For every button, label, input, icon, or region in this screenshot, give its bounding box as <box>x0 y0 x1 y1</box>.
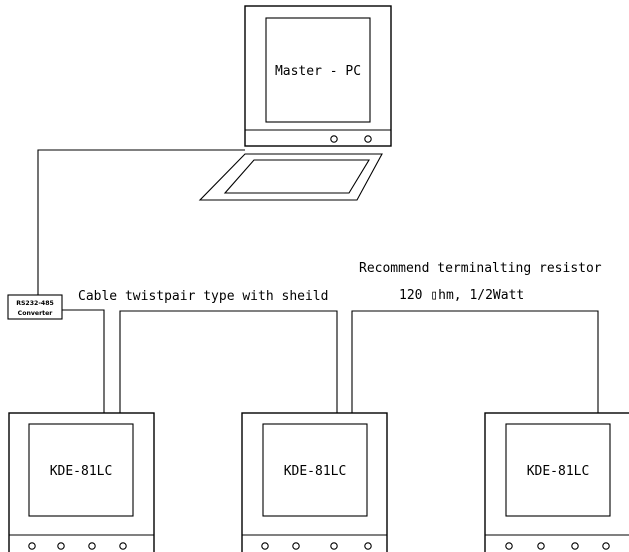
master-pc-screen <box>265 17 371 123</box>
device-2-body <box>241 412 388 552</box>
device-2-label: KDE-81LC <box>284 464 347 479</box>
device-2-button <box>292 542 300 550</box>
master-pc: Master - PC <box>198 5 392 201</box>
bus-line-b <box>119 310 338 413</box>
resistor-annotation-line1: Recommend terminalting resistor <box>359 261 602 276</box>
converter-label-line1: RS232-485 <box>16 300 54 307</box>
resistor-annotation-line2: 120 ▯hm, 1/2Watt <box>399 288 524 303</box>
device-2-button <box>330 542 338 550</box>
device-1-body <box>8 412 155 552</box>
device-2-display <box>262 423 368 517</box>
device-3-button <box>505 542 513 550</box>
master-pc-keyboard-inner <box>223 159 370 194</box>
master-pc-keyboard <box>198 153 383 201</box>
bus-line-a <box>62 309 105 413</box>
device-3-display <box>505 423 611 517</box>
converter-label-line2: Converter <box>18 310 54 317</box>
device-1-button <box>57 542 65 550</box>
device-1-label: KDE-81LC <box>50 464 113 479</box>
device-2-button <box>261 542 269 550</box>
kde-device-2: KDE-81LC <box>241 412 388 552</box>
device-3-button <box>537 542 545 550</box>
device-1-button <box>119 542 127 550</box>
device-3-label: KDE-81LC <box>527 464 590 479</box>
device-3-button <box>602 542 610 550</box>
master-pc-button <box>330 135 338 143</box>
device-1-button <box>28 542 36 550</box>
device-3-body <box>484 412 629 552</box>
pc-converter-link <box>37 149 245 295</box>
master-pc-button <box>364 135 372 143</box>
device-1-display <box>28 423 134 517</box>
device-3-button <box>571 542 579 550</box>
connection-lines <box>37 149 599 413</box>
kde-device-3: KDE-81LC <box>484 412 629 552</box>
bus-line-c <box>351 310 599 413</box>
master-pc-monitor <box>244 5 392 147</box>
cable-annotation: Cable twistpair type with sheild <box>78 289 328 304</box>
rs232-485-converter: RS232-485 Converter <box>7 294 63 320</box>
device-1-button <box>88 542 96 550</box>
device-2-button <box>364 542 372 550</box>
converter-box <box>7 294 63 320</box>
master-pc-label: Master - PC <box>275 64 361 79</box>
kde-device-1: KDE-81LC <box>8 412 155 552</box>
